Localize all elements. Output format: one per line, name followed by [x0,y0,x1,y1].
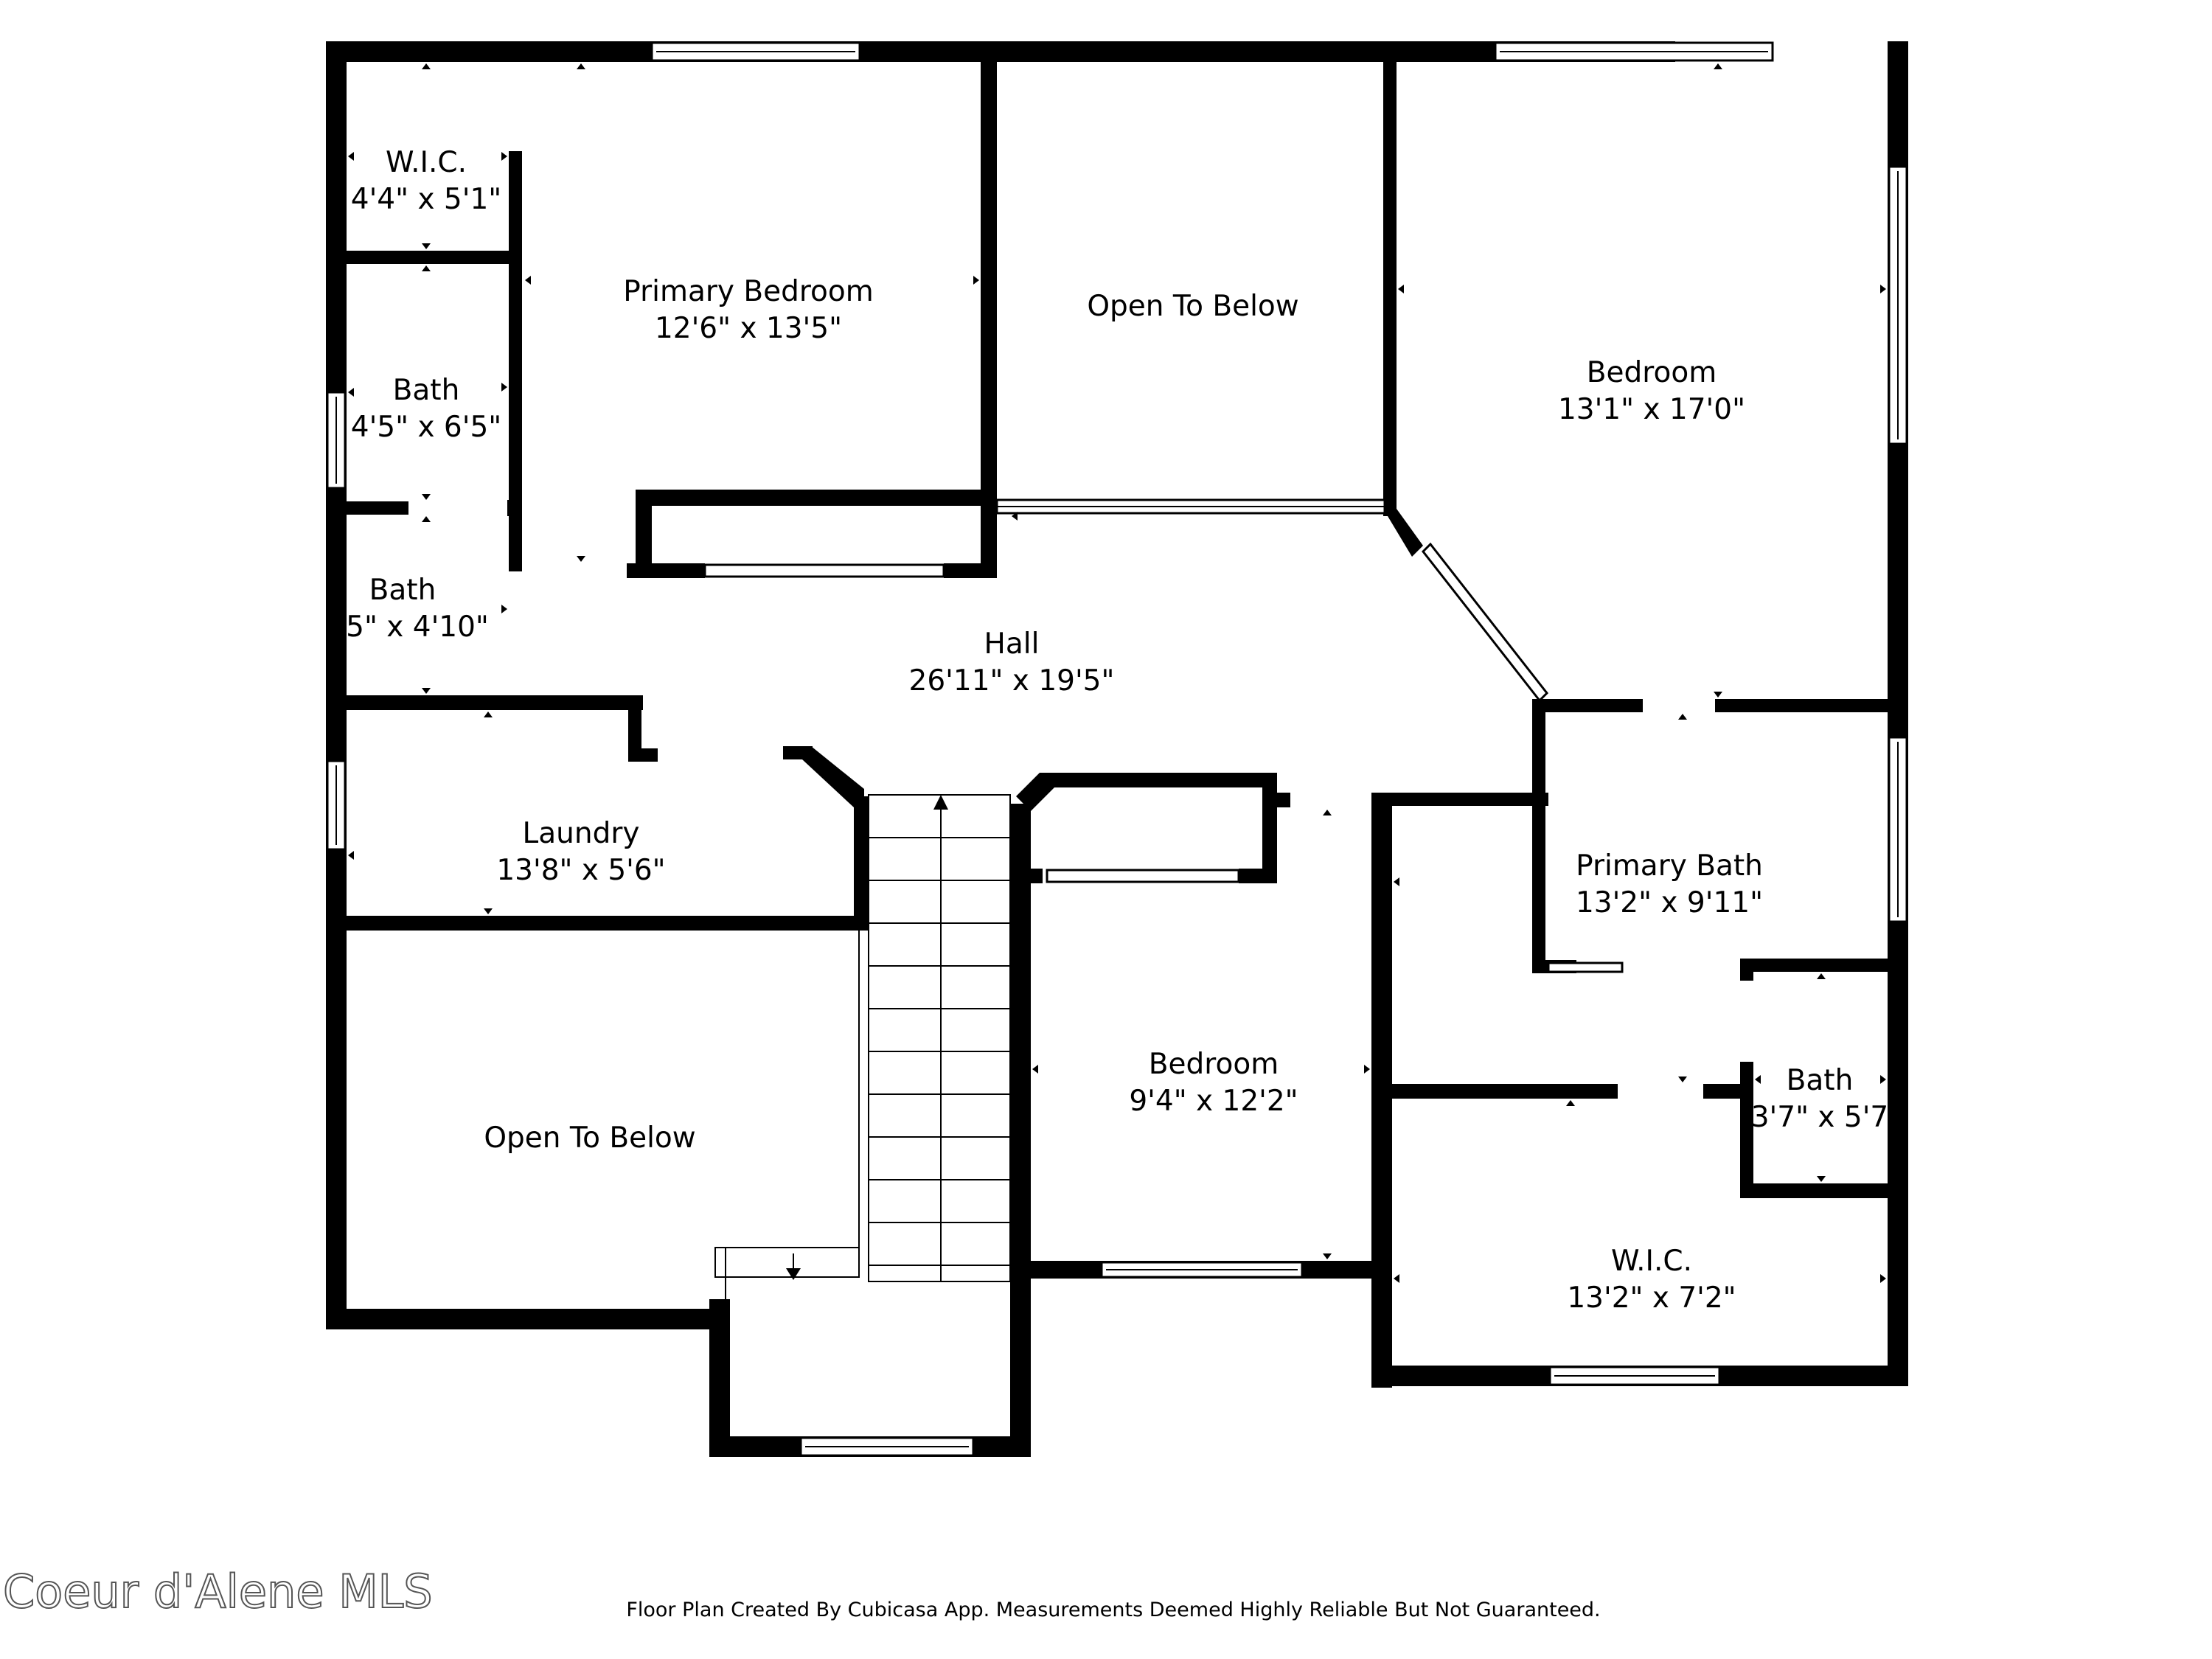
room-name-wic-bottom: W.I.C. [1611,1245,1692,1278]
room-name-primary-bath: Primary Bath [1576,849,1763,883]
room-dims-bath-2: 5" x 4'10" [346,611,489,644]
floor-plan-credit: Floor Plan Created By Cubicasa App. Meas… [626,1599,1600,1621]
room-dims-bedroom-middle: 9'4" x 12'2" [1129,1085,1298,1118]
room-name-hall: Hall [984,627,1040,661]
room-name-wic-top: W.I.C. [386,146,467,179]
room-dims-bath-3: 3'7" x 5'7 [1751,1101,1889,1134]
room-labels: W.I.C. 4'4" x 5'1" Primary Bedroom 12'6"… [346,146,1888,1315]
room-dims-laundry: 13'8" x 5'6" [496,854,665,887]
room-dims-bedroom-right: 13'1" x 17'0" [1558,393,1745,426]
room-name-bath-2: Bath [369,574,437,607]
room-dims-wic-top: 4'4" x 5'1" [351,183,501,216]
room-name-open-to-below-top: Open To Below [1087,290,1298,323]
room-dims-primary-bath: 13'2" x 9'11" [1576,886,1763,919]
room-name-laundry: Laundry [523,817,640,850]
room-name-open-to-below-left: Open To Below [484,1121,695,1155]
room-name-bath-3: Bath [1787,1064,1854,1097]
room-dims-bath-1: 4'5" x 6'5" [351,411,501,444]
dimension-markers [348,63,1886,1283]
room-name-bath-1: Bath [393,374,460,407]
mls-watermark: Coeur d'Alene MLS [3,1565,433,1618]
room-name-primary-bedroom: Primary Bedroom [623,275,874,308]
room-name-bedroom-right: Bedroom [1587,356,1717,389]
room-dims-wic-bottom: 13'2" x 7'2" [1567,1281,1736,1315]
room-dims-primary-bedroom: 12'6" x 13'5" [655,312,842,345]
walls [326,41,1908,1457]
room-dims-hall: 26'11" x 19'5" [909,664,1115,698]
windows [326,41,1908,1457]
staircase [714,794,1011,1299]
room-name-bedroom-middle: Bedroom [1149,1048,1279,1081]
